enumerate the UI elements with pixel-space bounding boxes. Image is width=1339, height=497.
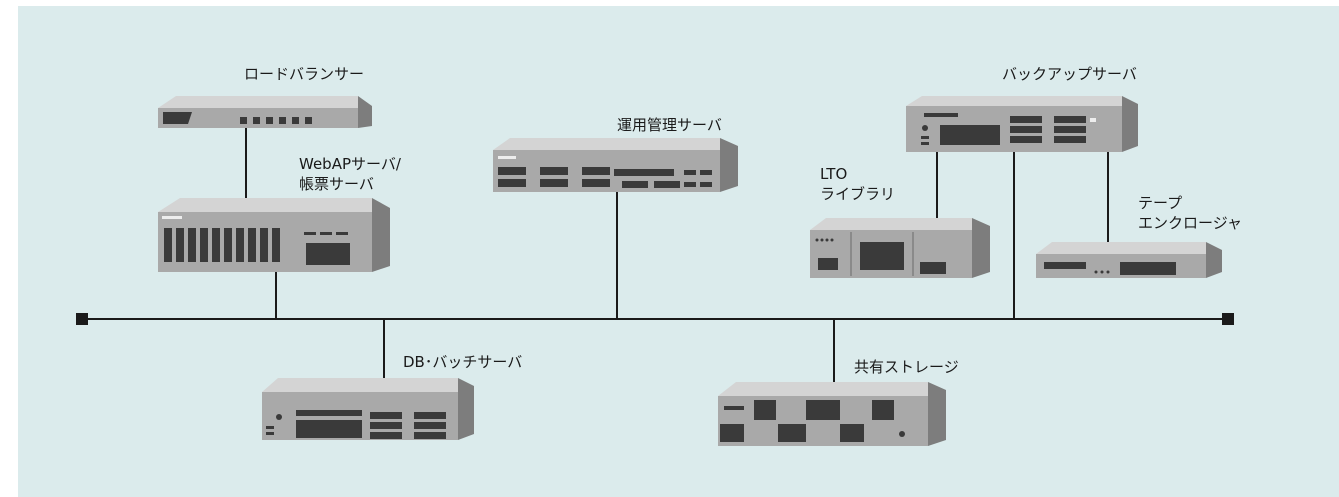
label-shared-storage: 共有ストレージ [854,358,959,376]
label-lto-line1: LTO [820,165,848,183]
label-backup-server: バックアップサーバ [1002,65,1137,83]
label-webap-server-line2: 帳票サーバ [299,175,374,193]
db-batch-server-device [262,378,474,440]
shared-storage-device [718,382,946,446]
network-lines [82,127,1228,382]
backup-server-device [906,96,1138,152]
load-balancer-device [158,96,372,128]
label-webap-server-line1: WebAPサーバ/ [299,155,401,173]
backbone-endpoint-right [1222,313,1234,325]
webap-server-device [158,198,390,272]
lto-library-device [810,218,990,278]
backbone-endpoint-left [76,313,88,325]
label-tape-line1: テープ [1138,194,1183,212]
label-tape-line2: エンクロージャ [1138,214,1242,232]
tape-enclosure-device [1036,242,1222,278]
label-ops-server: 運用管理サーバ [617,116,722,134]
label-db-batch-server: DB･バッチサーバ [403,353,523,371]
label-lto-line2: ライブラリ [820,185,896,203]
label-load-balancer: ロードバランサー [244,65,365,83]
ops-server-device [493,138,738,192]
